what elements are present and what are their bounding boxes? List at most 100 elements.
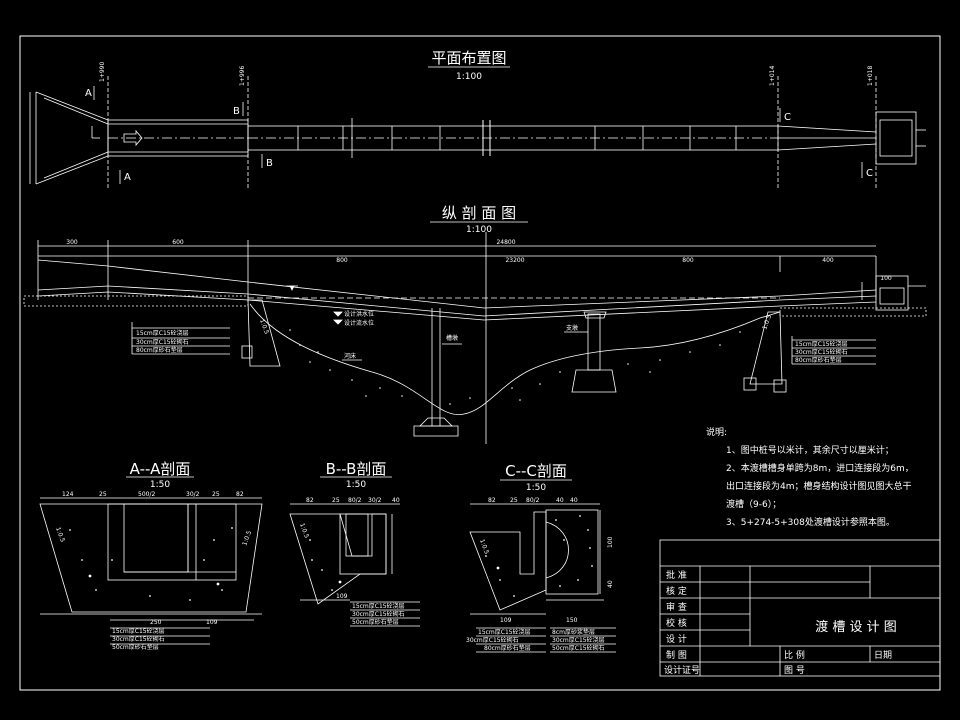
notes-line-1: 1、图中桩号以米计，其余尺寸以厘米计；: [726, 446, 894, 456]
dim-100: 100: [880, 275, 892, 282]
layer-right-1: 15cm厚C15砼浇层: [795, 340, 848, 348]
sb-dim-1: 82: [306, 497, 314, 504]
label-normal-water: 设计流水位: [344, 319, 374, 327]
plan-view: 平面布置图 1:100: [29, 49, 926, 190]
notes-line-5: 3、5+274-5+308处渡槽设计参照本图。: [726, 518, 895, 528]
sb-dim-5: 30/2: [368, 497, 382, 504]
cut-c-top: C: [784, 112, 791, 123]
sc-layer-l1: 15cm厚C15砼浇层: [478, 628, 531, 636]
sc-dim-10: 40: [607, 580, 614, 588]
cut-a-top: A: [85, 88, 92, 99]
design-notes: 说明: 1、图中桩号以米计，其余尺寸以厘米计； 2、本渡槽槽身单跨为8m，进口连…: [706, 424, 936, 532]
sa-dim-4: 500/2: [138, 491, 155, 498]
profile-layer-labels-left: 15cm厚C15砼浇层 30cm厚C15砼砌石 80cm厚砂石垫层: [136, 329, 189, 354]
section-a-scale: 1:50: [150, 480, 170, 490]
section-b-dims: 82 25 80/2 30/2 40 109 15cm厚C15砼浇层 30cm厚…: [306, 497, 405, 626]
plan-span-joints: [297, 126, 737, 150]
sc-layer-r3: 50cm厚C15砼砌石: [552, 644, 605, 652]
plan-scale: 1:100: [456, 72, 482, 82]
sb-layer-3: 50cm厚砂石垫层: [352, 618, 399, 626]
dim-800b: 800: [682, 257, 694, 264]
sc-dim-1: 82: [488, 497, 496, 504]
sb-dim-7: 109: [336, 593, 348, 600]
profile-layer-labels-right: 15cm厚C15砼浇层 30cm厚C15砼砌石 80cm厚砂石垫层: [795, 340, 848, 364]
slope-b: 1:0.5: [298, 522, 310, 539]
label-support: 支墩: [566, 324, 578, 332]
sa-dim-9: 250: [150, 619, 162, 626]
label-riverbed: 河床: [344, 352, 356, 360]
sa-dim-8: 82: [236, 491, 244, 498]
notes-line-3: 出口连接段为4m；槽身结构设计图见图大总干: [726, 482, 912, 492]
station-4: 1+018: [867, 66, 874, 86]
layer-right-3: 80cm厚砂石垫层: [795, 356, 842, 364]
station-1: 1+990: [99, 62, 106, 82]
sc-dim-7: 109: [500, 617, 512, 624]
section-b-scale: 1:50: [346, 480, 366, 490]
slope-profile-left: 1:0.5: [258, 318, 270, 335]
riverbed-line: [249, 303, 781, 416]
tb-row-design: 设 计: [666, 633, 687, 645]
sb-layer-2: 30cm厚C15砼砌石: [352, 610, 405, 618]
profile-view: 纵 剖 面 图 1:100 300 600 24800 800 23200 80…: [23, 204, 927, 444]
sa-layer-1: 15cm厚C15砼浇层: [112, 627, 165, 635]
slope-c: 1:0.5: [478, 538, 490, 555]
section-c: C--C剖面 1:50 1:0.5: [469, 462, 616, 653]
sc-dim-9: 100: [607, 536, 614, 548]
dim-total: 24800: [496, 239, 515, 246]
dim-400: 400: [822, 257, 834, 264]
tb-row-verify: 核 定: [666, 585, 687, 597]
drawing-border: [19, 35, 941, 691]
section-b-gravel: [309, 539, 342, 591]
section-a-gravel: [69, 527, 233, 601]
tb-row-approve: 批 准: [666, 569, 687, 581]
tb-row-review: 审 查: [666, 601, 687, 613]
slope-a-right: 1:0.5: [241, 530, 253, 547]
sa-dim-2: 25: [99, 491, 107, 498]
section-a-title: A--A剖面: [130, 460, 191, 478]
dim-600: 600: [172, 239, 184, 246]
cut-b-top: B: [233, 106, 240, 117]
slope-profile-right: 1:0.5: [761, 314, 773, 331]
tb-drawing-name: 渡 槽 设 计 图: [815, 619, 897, 635]
sc-layer-r1: 8cm厚砂浆垫层: [552, 628, 595, 636]
section-b-title: B--B剖面: [326, 460, 387, 478]
sa-dim-10: 109: [206, 619, 218, 626]
tb-number-label: 图 号: [784, 665, 805, 676]
label-design-water: 设计洪水位: [344, 310, 374, 318]
profile-title: 纵 剖 面 图: [442, 204, 516, 222]
title-block-labels: 批 准 核 定 审 查 校 核 设 计 制 图 设计证号 渡 槽 设 计 图 比…: [664, 569, 897, 676]
tb-scale-label: 比 例: [784, 649, 805, 661]
plan-title: 平面布置图: [431, 49, 506, 67]
section-a-dims: 124 25 500/2 30/2 25 82 250 109 15cm厚C15…: [62, 491, 244, 651]
section-c-arch: [545, 521, 569, 579]
sa-dim-7: 25: [212, 491, 220, 498]
sa-layer-3: 50cm厚砂石垫层: [112, 643, 159, 651]
sc-dim-4: 80/2: [526, 497, 540, 504]
section-c-title: C--C剖面: [505, 462, 567, 480]
notes-line-4: 渡槽（9-6）；: [726, 500, 782, 510]
layer-right-2: 30cm厚C15砼砌石: [795, 348, 848, 356]
title-block: [659, 539, 941, 677]
layer-left-1: 15cm厚C15砼浇层: [136, 329, 189, 337]
notes-heading: 说明:: [706, 428, 728, 438]
layer-left-3: 80cm厚砂石垫层: [136, 346, 183, 354]
tb-row-check: 校 核: [666, 617, 687, 629]
sc-dim-2: 25: [510, 497, 518, 504]
sa-dim-5: 30/2: [186, 491, 200, 498]
cut-c-bottom: C: [866, 168, 873, 179]
station-2: 1+996: [239, 66, 246, 86]
sa-layer-2: 30cm厚C15砼砌石: [112, 635, 165, 643]
dim-800a: 800: [336, 257, 348, 264]
sb-layer-1: 15cm厚C15砼浇层: [352, 602, 405, 610]
section-c-scale: 1:50: [526, 483, 546, 493]
sc-layer-r2: 30cm厚C15砼浇层: [552, 636, 605, 644]
section-c-gravel: [485, 515, 593, 597]
tb-row-draw: 制 图: [666, 649, 687, 661]
sc-layer-l3: 80cm厚砂石垫层: [484, 644, 531, 652]
sc-dim-5: 40: [556, 497, 564, 504]
sb-dim-2: 25: [332, 497, 340, 504]
slope-a-left: 1:0.5: [54, 526, 66, 543]
profile-scale: 1:100: [466, 225, 492, 235]
section-a: A--A剖面 1:50 1:0.5 1:0.5: [39, 460, 263, 645]
